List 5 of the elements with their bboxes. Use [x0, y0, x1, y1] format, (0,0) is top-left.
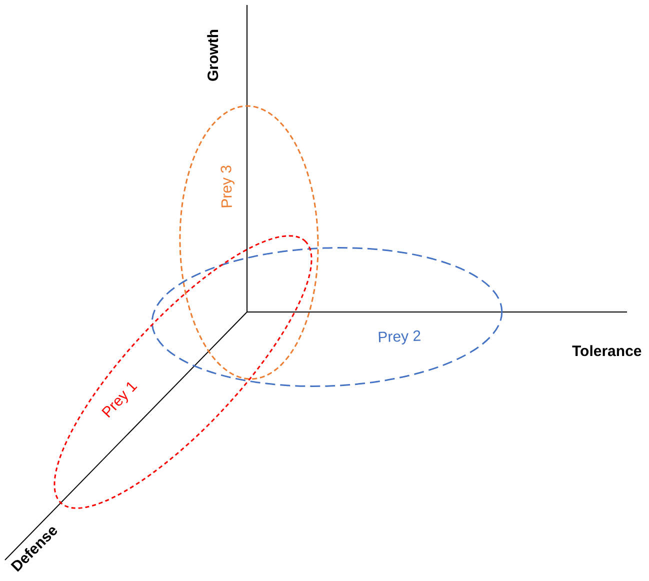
ellipse-label: Prey 3 [217, 164, 237, 208]
ellipse-label: Prey 2 [377, 326, 422, 348]
axis-label: Tolerance [572, 342, 642, 362]
dashed-ellipse [176, 104, 322, 382]
axis-label: Growth [204, 29, 223, 82]
